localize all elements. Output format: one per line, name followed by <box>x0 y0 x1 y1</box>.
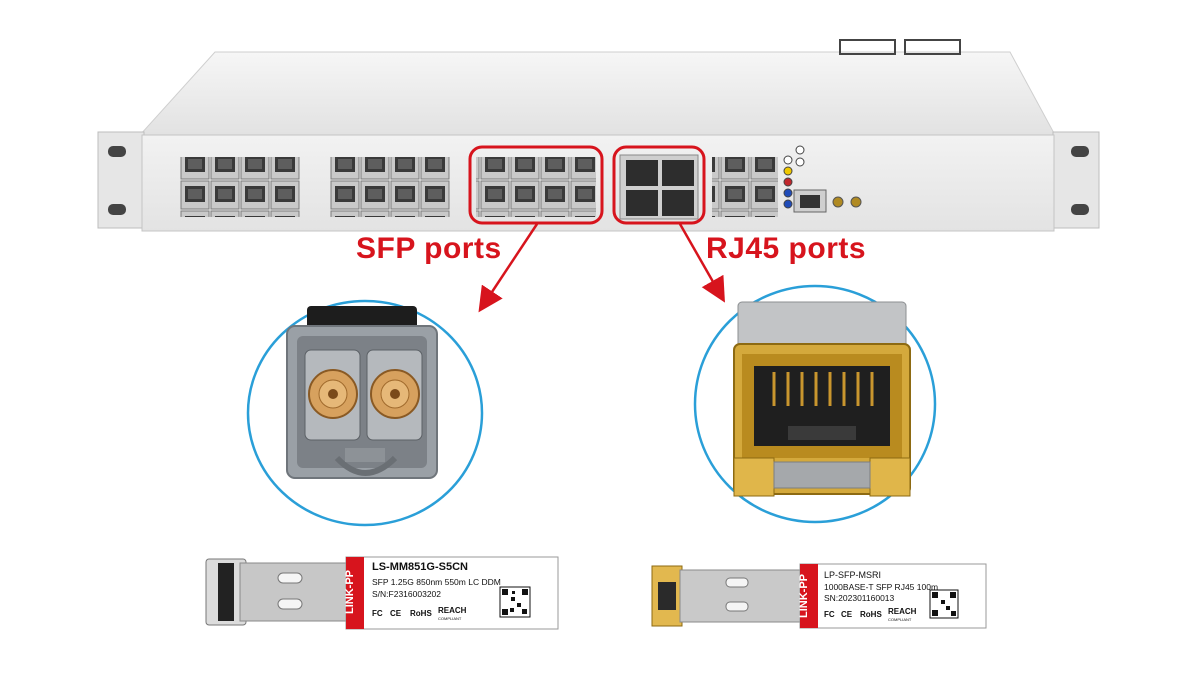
network-switch <box>97 39 1100 232</box>
fiber-spec: SFP 1.25G 850nm 550m LC DDM <box>372 577 501 587</box>
copper-brand-logo: LINK-PP <box>798 574 810 618</box>
fiber-cert-rohs: RoHS <box>410 609 432 618</box>
sfp-port-group-3 <box>476 157 596 217</box>
copper-cert-reach: REACH <box>888 607 917 616</box>
copper-model: LP-SFP-MSRI <box>824 570 882 580</box>
fiber-cert-fc: FC <box>372 609 383 618</box>
copper-cert-compliant: COMPLIANT <box>888 617 912 622</box>
fiber-cert-compliant: COMPLIANT <box>438 616 462 621</box>
fiber-serial: S/N:F2316003202 <box>372 589 441 599</box>
reset-button <box>832 196 844 208</box>
copper-cert-rohs: RoHS <box>860 610 882 619</box>
fiber-model: LS-MM851G-S5CN <box>372 561 468 573</box>
mode-button <box>850 196 862 208</box>
copper-serial: SN:202301160013 <box>824 593 895 603</box>
fiber-brand-logo: LINK-PP <box>344 570 356 614</box>
rj45-port-group <box>619 154 699 220</box>
rj45-ports-label: RJ45 ports <box>706 232 867 265</box>
rj45-arrow <box>678 223 725 303</box>
rack-ear-left <box>97 131 145 229</box>
copper-spec: 1000BASE-T SFP RJ45 100m <box>824 582 939 592</box>
copper-cert-fc: FC <box>824 610 835 619</box>
copper-sfp-module: LINK-PP LP-SFP-MSRI 1000BASE-T SFP RJ45 … <box>648 560 988 632</box>
sfp-closeup-circle <box>246 299 484 527</box>
sfp-port-group-4 <box>712 157 778 217</box>
sfp-port-group-1 <box>180 157 300 217</box>
fiber-cert-ce: CE <box>390 609 402 618</box>
rack-ear-right <box>1052 131 1100 229</box>
fiber-cert-reach: REACH <box>438 606 467 615</box>
rj45-closeup-circle <box>693 284 937 524</box>
fiber-sfp-module: LINK-PP LS-MM851G-S5CN SFP 1.25G 850nm 5… <box>200 553 560 631</box>
sfp-highlight-box <box>468 145 604 225</box>
rj45-highlight-box <box>612 145 706 225</box>
sfp-port-group-2 <box>330 157 450 217</box>
sfp-ports-label: SFP ports <box>356 232 502 265</box>
sfp-arrow <box>478 223 539 313</box>
status-leds <box>783 145 805 209</box>
copper-cert-ce: CE <box>841 610 853 619</box>
